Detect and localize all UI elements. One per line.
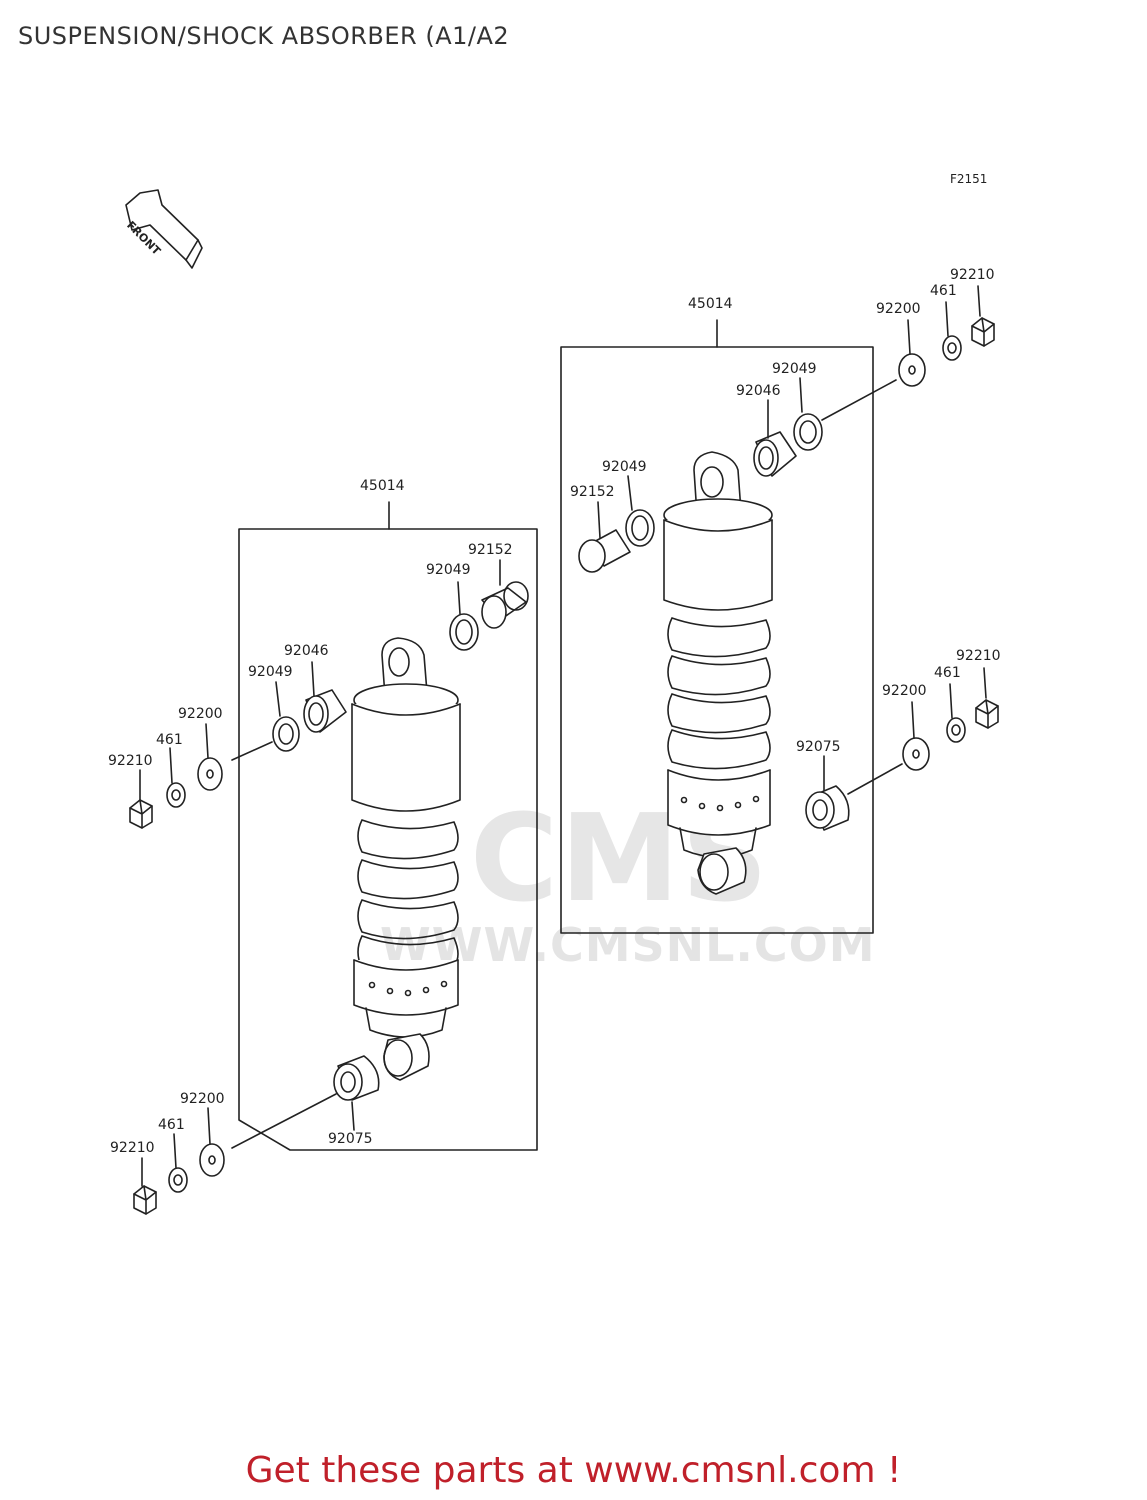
label-461-left-bottom: 461 [158, 1117, 185, 1133]
label-92210-left-top: 92210 [108, 753, 153, 769]
right-shock-frame [560, 319, 874, 934]
label-92046-right: 92046 [736, 383, 781, 399]
left-seal-92049-mid [272, 716, 300, 752]
label-92075-left: 92075 [328, 1131, 373, 1147]
right-spring-washer-461-top [942, 335, 962, 361]
label-92200-right-top: 92200 [876, 301, 921, 317]
label-92200-right-bottom: 92200 [882, 683, 927, 699]
left-shock-absorber [351, 637, 461, 1081]
left-washer-92200-top [197, 757, 223, 791]
left-spring-washer-461-bottom [168, 1167, 188, 1193]
label-45014-right: 45014 [688, 296, 733, 312]
label-92200-left-bottom: 92200 [180, 1091, 225, 1107]
label-92152-right: 92152 [570, 484, 615, 500]
page-title: SUSPENSION/SHOCK ABSORBER (A1/A2 [18, 22, 510, 50]
right-spring-washer-461-bottom [946, 717, 966, 743]
left-shock-frame [238, 501, 538, 1151]
left-collar-92152 [481, 581, 529, 629]
right-nut-92210-bottom [975, 699, 999, 729]
label-92210-left-bottom: 92210 [110, 1140, 155, 1156]
label-92210-right-bottom: 92210 [956, 648, 1001, 664]
watermark-url: WWW.CMSNL.COM [380, 918, 876, 972]
footer-cta-link[interactable]: Get these parts at www.cmsnl.com ! [245, 1450, 902, 1491]
label-92046-left: 92046 [284, 643, 329, 659]
label-92049-left-mid: 92049 [248, 664, 293, 680]
label-92200-left-top: 92200 [178, 706, 223, 722]
left-nut-92210-bottom [133, 1185, 157, 1215]
label-92152-left: 92152 [468, 542, 513, 558]
left-seal-92049-top [449, 613, 479, 651]
label-92075-right: 92075 [796, 739, 841, 755]
right-seal-92049-left [625, 509, 655, 547]
label-45014-left: 45014 [360, 478, 405, 494]
left-bearing-92046 [303, 689, 347, 733]
left-bushing-92075 [333, 1055, 380, 1101]
label-92049-right-left: 92049 [602, 459, 647, 475]
right-collar-92152 [578, 529, 631, 573]
front-arrow-icon [125, 189, 203, 269]
right-bearing-92046 [753, 431, 797, 477]
label-92049-left-top: 92049 [426, 562, 471, 578]
right-seal-92049-top [793, 413, 823, 451]
right-bushing-92075 [805, 785, 850, 831]
right-nut-92210-top [971, 317, 995, 347]
left-washer-92200-bottom [199, 1143, 225, 1177]
right-shock-absorber [663, 451, 773, 895]
right-washer-92200-bottom [902, 737, 930, 771]
label-461-left-top: 461 [156, 732, 183, 748]
left-nut-92210-top [129, 799, 153, 829]
figure-code: F2151 [950, 172, 988, 186]
label-92210-right-top: 92210 [950, 267, 995, 283]
right-washer-92200-top [898, 353, 926, 387]
label-461-right-top: 461 [930, 283, 957, 299]
left-spring-washer-461-top [166, 782, 186, 808]
label-461-right-bottom: 461 [934, 665, 961, 681]
label-92049-right-top: 92049 [772, 361, 817, 377]
